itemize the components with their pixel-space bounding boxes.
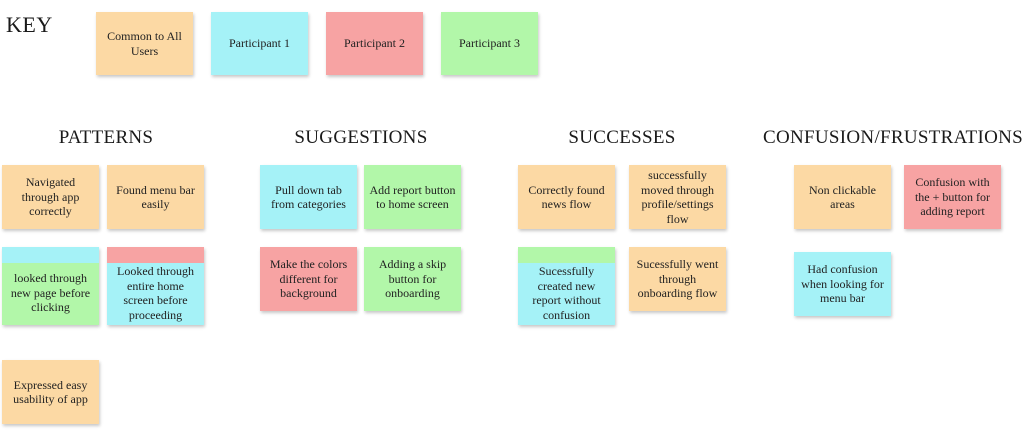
successes-heading: SUCCESSES bbox=[568, 127, 676, 148]
suggestions-note-4: Adding a skip button for onboarding bbox=[364, 247, 461, 311]
successes-note-1: Correctly found news flow bbox=[518, 165, 615, 229]
patterns-note-1-text: Navigated through app correctly bbox=[21, 175, 80, 219]
suggestions-note-3-text: Make the colors different for background bbox=[269, 257, 348, 301]
key-participant-2-label: Participant 2 bbox=[344, 36, 405, 51]
successes-note-3-text: Sucessfully created new report without c… bbox=[532, 264, 601, 322]
key-participant-2-note: Participant 2 bbox=[326, 12, 423, 75]
successes-note-3: Sucessfully created new report without c… bbox=[518, 247, 615, 325]
patterns-note-4: Looked through entire home screen before… bbox=[107, 247, 204, 325]
key-common-label: Common to All Users bbox=[107, 29, 182, 58]
key-participant-3-note: Participant 3 bbox=[441, 12, 538, 75]
confusion-note-3-text: Had confusion when looking for menu bar bbox=[801, 262, 884, 306]
suggestions-note-1-text: Pull down tab from categories bbox=[271, 182, 346, 212]
patterns-note-2-text: Found menu bar easily bbox=[116, 182, 195, 212]
successes-note-4: Sucessfully went through onboarding flow bbox=[629, 247, 726, 311]
patterns-note-4-text: Looked through entire home screen before… bbox=[117, 264, 194, 322]
confusion-heading: CONFUSION/FRUSTRATIONS bbox=[763, 127, 1023, 148]
confusion-note-2: Confusion with the + button for adding r… bbox=[904, 165, 1001, 229]
key-participant-1-note: Participant 1 bbox=[211, 12, 308, 75]
suggestions-note-3: Make the colors different for background bbox=[260, 247, 357, 311]
key-common-note: Common to All Users bbox=[96, 12, 193, 75]
patterns-note-5-text: Expressed easy usability of app bbox=[13, 377, 88, 407]
suggestions-note-2: Add report button to home screen bbox=[364, 165, 461, 229]
confusion-note-3: Had confusion when looking for menu bar bbox=[794, 252, 891, 316]
patterns-note-5: Expressed easy usability of app bbox=[2, 360, 99, 424]
confusion-note-1-text: Non clickable areas bbox=[809, 182, 876, 212]
suggestions-note-2-text: Add report button to home screen bbox=[369, 182, 456, 212]
key-participant-3-label: Participant 3 bbox=[459, 36, 520, 51]
patterns-note-2: Found menu bar easily bbox=[107, 165, 204, 229]
suggestions-note-1: Pull down tab from categories bbox=[260, 165, 357, 229]
suggestions-heading: SUGGESTIONS bbox=[294, 127, 428, 148]
patterns-note-1: Navigated through app correctly bbox=[2, 165, 99, 229]
patterns-heading: PATTERNS bbox=[58, 127, 154, 148]
confusion-note-1: Non clickable areas bbox=[794, 165, 891, 229]
key-title: KEY bbox=[6, 12, 53, 37]
suggestions-note-4-text: Adding a skip button for onboarding bbox=[378, 257, 447, 301]
patterns-note-3-text: looked through new page before clicking bbox=[10, 271, 91, 315]
successes-note-1-text: Correctly found news flow bbox=[528, 182, 605, 212]
successes-note-2-text: successfully moved through profile/setti… bbox=[641, 168, 714, 226]
confusion-note-2-text: Confusion with the + button for adding r… bbox=[914, 175, 991, 219]
patterns-note-3: looked through new page before clicking bbox=[2, 247, 99, 325]
successes-note-4-text: Sucessfully went through onboarding flow bbox=[636, 257, 719, 301]
key-participant-1-label: Participant 1 bbox=[229, 36, 290, 51]
successes-note-2: successfully moved through profile/setti… bbox=[629, 165, 726, 229]
